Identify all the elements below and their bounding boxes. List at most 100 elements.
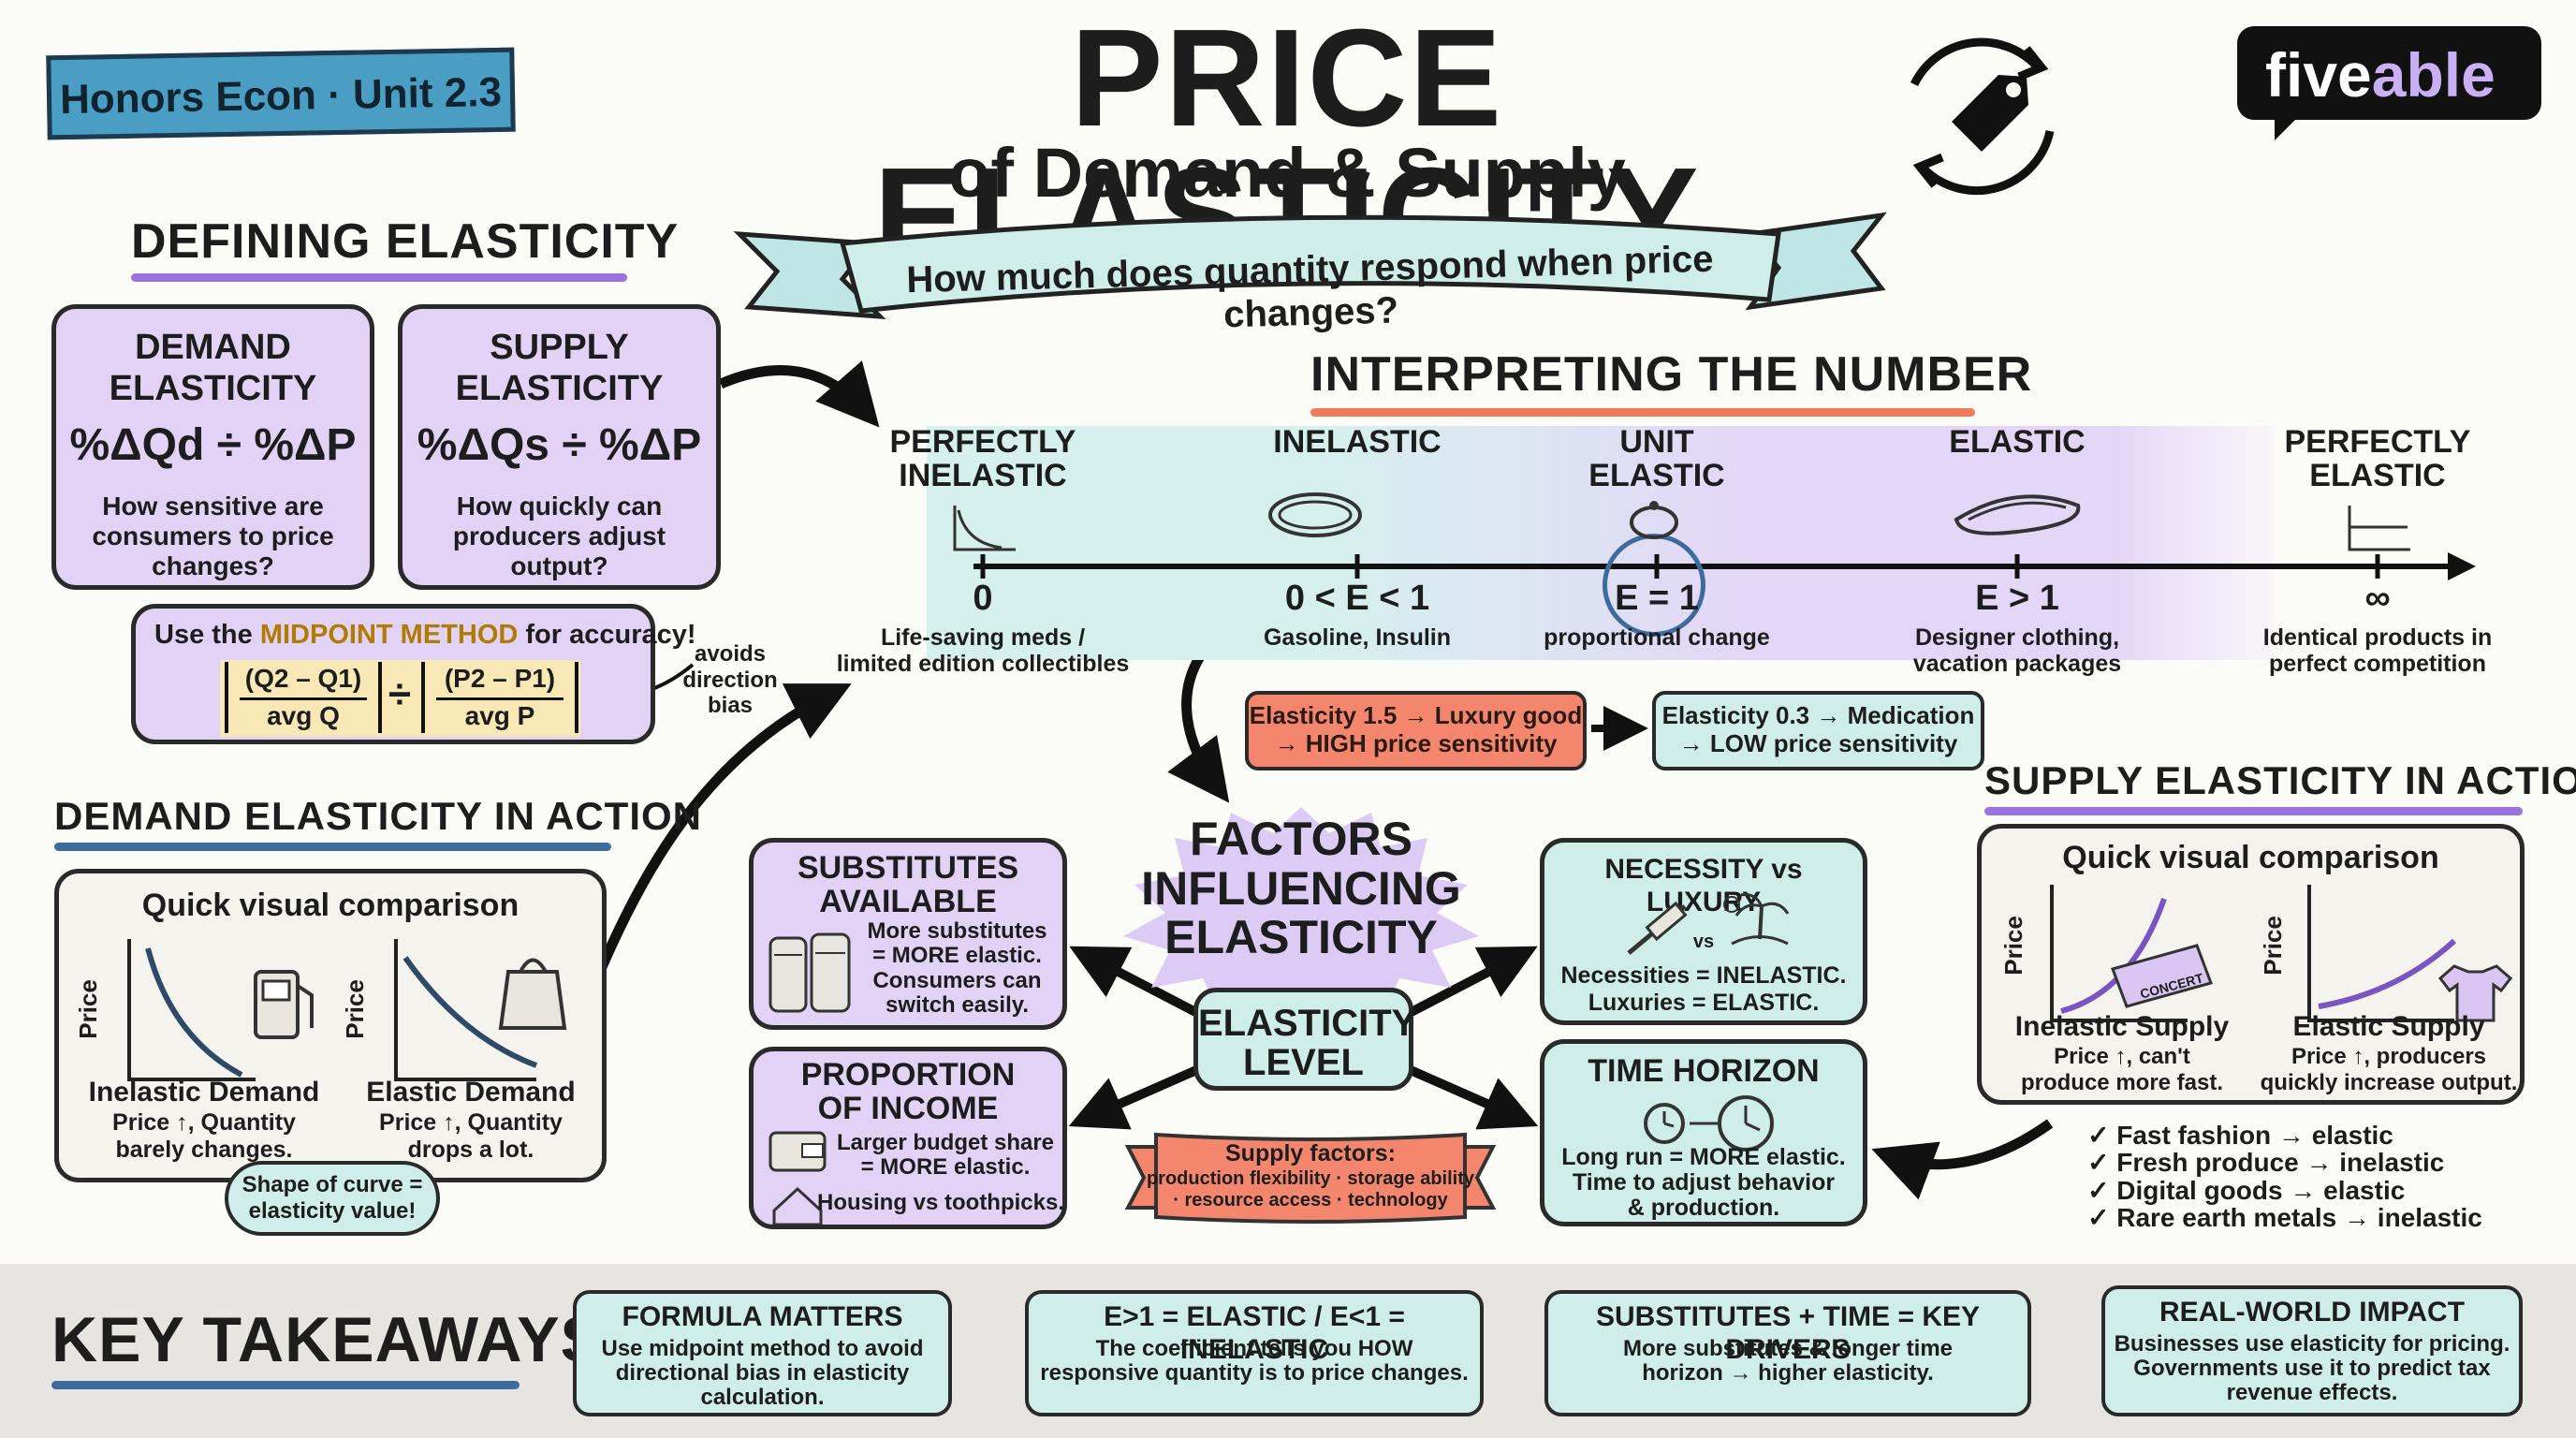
spectrum-example: Identical products in perfect competitio… <box>2262 624 2493 677</box>
medication-example-text: Elasticity 0.3 → Medication → LOW price … <box>1661 701 1975 757</box>
income-desc: Larger budget share = MORE elastic. <box>836 1130 1055 1181</box>
midpoint-fraction-2: (P2 – P1) avg P <box>421 662 578 733</box>
inelastic-supply-graph <box>2050 885 2213 1022</box>
arrow-demand-action-to-interpreting <box>593 683 852 976</box>
curve-shape-callout: Shape of curve = elasticity value! <box>225 1161 440 1236</box>
luxury-example-box: Elasticity 1.5 → Luxury good → HIGH pric… <box>1245 691 1587 770</box>
factors-title: FACTORS INFLUENCING ELASTICITY <box>1141 813 1461 963</box>
supply-example-item: ✓ Fresh produce → inelastic <box>2087 1148 2445 1178</box>
midpoint-prefix: Use the <box>154 620 260 650</box>
elastic-demand-desc: Price ↑, Quantity drops a lot. <box>379 1109 563 1163</box>
curve-shape-callout-text: Shape of curve = elasticity value! <box>242 1172 423 1224</box>
arrow-supply-list-to-time <box>1871 1119 2054 1200</box>
supply-desc: How quickly can producers adjust output? <box>452 492 666 581</box>
arrow-center-to-time <box>1401 1063 1539 1130</box>
spectrum-label: INELASTIC <box>1273 424 1442 460</box>
demand-action-title: DEMAND ELASTICITY IN ACTION <box>54 794 703 838</box>
wallet-icon <box>768 1131 827 1225</box>
fiveable-logo[interactable]: fiveable <box>2237 26 2541 140</box>
demand-formula: %ΔQd ÷ %ΔP <box>69 420 357 470</box>
clocks-icon <box>1644 1095 1774 1152</box>
midpoint-num-1: (Q2 – Q1) <box>244 664 362 693</box>
time-desc: Long run = MORE elastic. Time to adjust … <box>1561 1144 1846 1221</box>
inelastic-demand-graph <box>127 939 314 1081</box>
spectrum-example: Life-saving meds / limited edition colle… <box>836 624 1130 677</box>
arrow-center-to-income <box>1068 1063 1206 1130</box>
logo-text-five: five <box>2265 40 2372 110</box>
takeaway-heading: SUBSTITUTES + TIME = KEY DRIVERS <box>1595 1301 1981 1365</box>
demand-desc: How sensitive are consumers to price cha… <box>92 492 334 581</box>
unit-badge-label: Honors Econ · Unit 2.3 <box>59 68 503 124</box>
elasticity-spectrum-band <box>927 426 2275 660</box>
arrow-center-to-necessity <box>1401 946 1538 1020</box>
arrow-interpreting-to-factors <box>1167 642 1230 803</box>
supply-action-card: Quick visual comparison CONCERT Price Pr… <box>1977 824 2525 1105</box>
medication-example-box: Elasticity 0.3 → Medication → LOW price … <box>1652 691 1984 770</box>
syringe-vs-island-icon <box>1627 893 1790 955</box>
takeaway-desc: The coefficient tells you HOW responsive… <box>1040 1336 1469 1386</box>
spectrum-label: UNIT ELASTIC <box>1588 424 1725 493</box>
fraction-bar-2 <box>436 697 564 700</box>
supply-action-underline <box>1984 807 2523 815</box>
supply-action-title: SUPPLY ELASTICITY IN ACTION <box>1984 758 2576 802</box>
price-tag-cycle-icon <box>1910 37 2055 196</box>
perfectly-inelastic-sketch <box>953 506 1016 551</box>
arrow-defining-to-interpreting <box>718 360 880 428</box>
spectrum-label: PERFECTLY ELASTIC <box>2284 424 2471 493</box>
supply-example-item: ✓ Digital goods → elastic <box>2087 1175 2406 1205</box>
bias-note: avoids direction bias <box>682 641 778 719</box>
spectrum-value: E = 1 <box>1615 579 1699 618</box>
elasticity-level-text: ELASTICITY LEVEL <box>1198 1003 1417 1083</box>
interpreting-underline <box>1310 408 1975 417</box>
demand-axis-label-1: Price <box>74 979 103 1039</box>
supply-factors-ribbon <box>1124 1132 1497 1224</box>
substitutes-heading: SUBSTITUTES AVAILABLE <box>797 850 1019 919</box>
spectrum-value: ∞ <box>2364 579 2391 618</box>
arrow-center-to-substitutes <box>1069 946 1206 1020</box>
elastic-demand-label: Elastic Demand <box>366 1077 576 1108</box>
demand-action-subtitle: Quick visual comparison <box>141 888 520 923</box>
spectrum-label: PERFECTLY INELASTIC <box>889 424 1076 493</box>
midpoint-num-2: (P2 – P1) <box>444 664 556 693</box>
midpoint-method-card: Use the MIDPOINT METHOD for accuracy! (Q… <box>131 604 696 744</box>
logo-text-able: able <box>2371 40 2496 110</box>
substitutes-desc: More substitutes = MORE elastic. Consume… <box>867 918 1047 1019</box>
supply-elasticity-card: SUPPLY ELASTICITY %ΔQs ÷ %ΔP How quickly… <box>398 304 721 590</box>
demand-action-card: Quick visual comparison Price Price Inel… <box>54 869 607 1182</box>
spectrum-example: Designer clothing, vacation packages <box>1912 624 2122 677</box>
takeaway-desc: Use midpoint method to avoid directional… <box>601 1336 924 1410</box>
takeaway-heading: FORMULA MATTERS <box>622 1301 903 1332</box>
factors-starburst <box>1123 807 1479 1009</box>
demand-axis-label-2: Price <box>341 979 370 1039</box>
necessity-desc: Necessities = INELASTIC. Luxuries = ELAS… <box>1560 962 1847 1016</box>
demand-heading: DEMAND ELASTICITY <box>109 328 317 408</box>
spectrum-example: Gasoline, Insulin <box>1263 624 1452 651</box>
supply-formula: %ΔQs ÷ %ΔP <box>417 420 702 470</box>
supply-action-subtitle: Quick visual comparison <box>2062 840 2439 875</box>
elastic-supply-graph <box>2307 885 2513 1022</box>
income-extra: Housing vs toothpicks. <box>816 1190 1065 1215</box>
logo-speech-tail <box>2275 116 2299 140</box>
perfectly-elastic-sketch <box>2348 506 2410 551</box>
necessity-card: NECESSITY vs LUXURY vs Necessities = INE… <box>1540 838 1867 1025</box>
midpoint-line: Use the MIDPOINT METHOD for accuracy! <box>154 620 696 651</box>
inelastic-supply-label: Inelastic Supply <box>2014 1011 2230 1042</box>
necessity-vs: vs <box>1692 932 1715 952</box>
supply-axis-label-1: Price <box>1999 916 2028 976</box>
inelastic-supply-desc: Price ↑, can't produce more fast. <box>2020 1044 2224 1095</box>
supply-factors-heading: Supply factors: <box>1225 1140 1396 1167</box>
defining-underline <box>131 273 627 282</box>
midpoint-highlight: MIDPOINT METHOD <box>259 620 519 650</box>
supply-axis-label-2: Price <box>2259 916 2288 976</box>
takeaway-desc: Businesses use elasticity for pricing. G… <box>2114 1331 2510 1405</box>
spectrum-value: 0 <box>973 579 993 618</box>
tshirt-icon <box>2437 964 2513 1022</box>
fraction-bar-1 <box>240 697 367 700</box>
spectrum-label: ELASTIC <box>1949 424 2086 460</box>
takeaways-underline <box>51 1381 520 1389</box>
rubber-band-tight-icon <box>1268 492 1362 537</box>
midpoint-suffix: for accuracy! <box>518 620 696 650</box>
income-card: PROPORTION OF INCOME Larger budget share… <box>749 1047 1067 1229</box>
